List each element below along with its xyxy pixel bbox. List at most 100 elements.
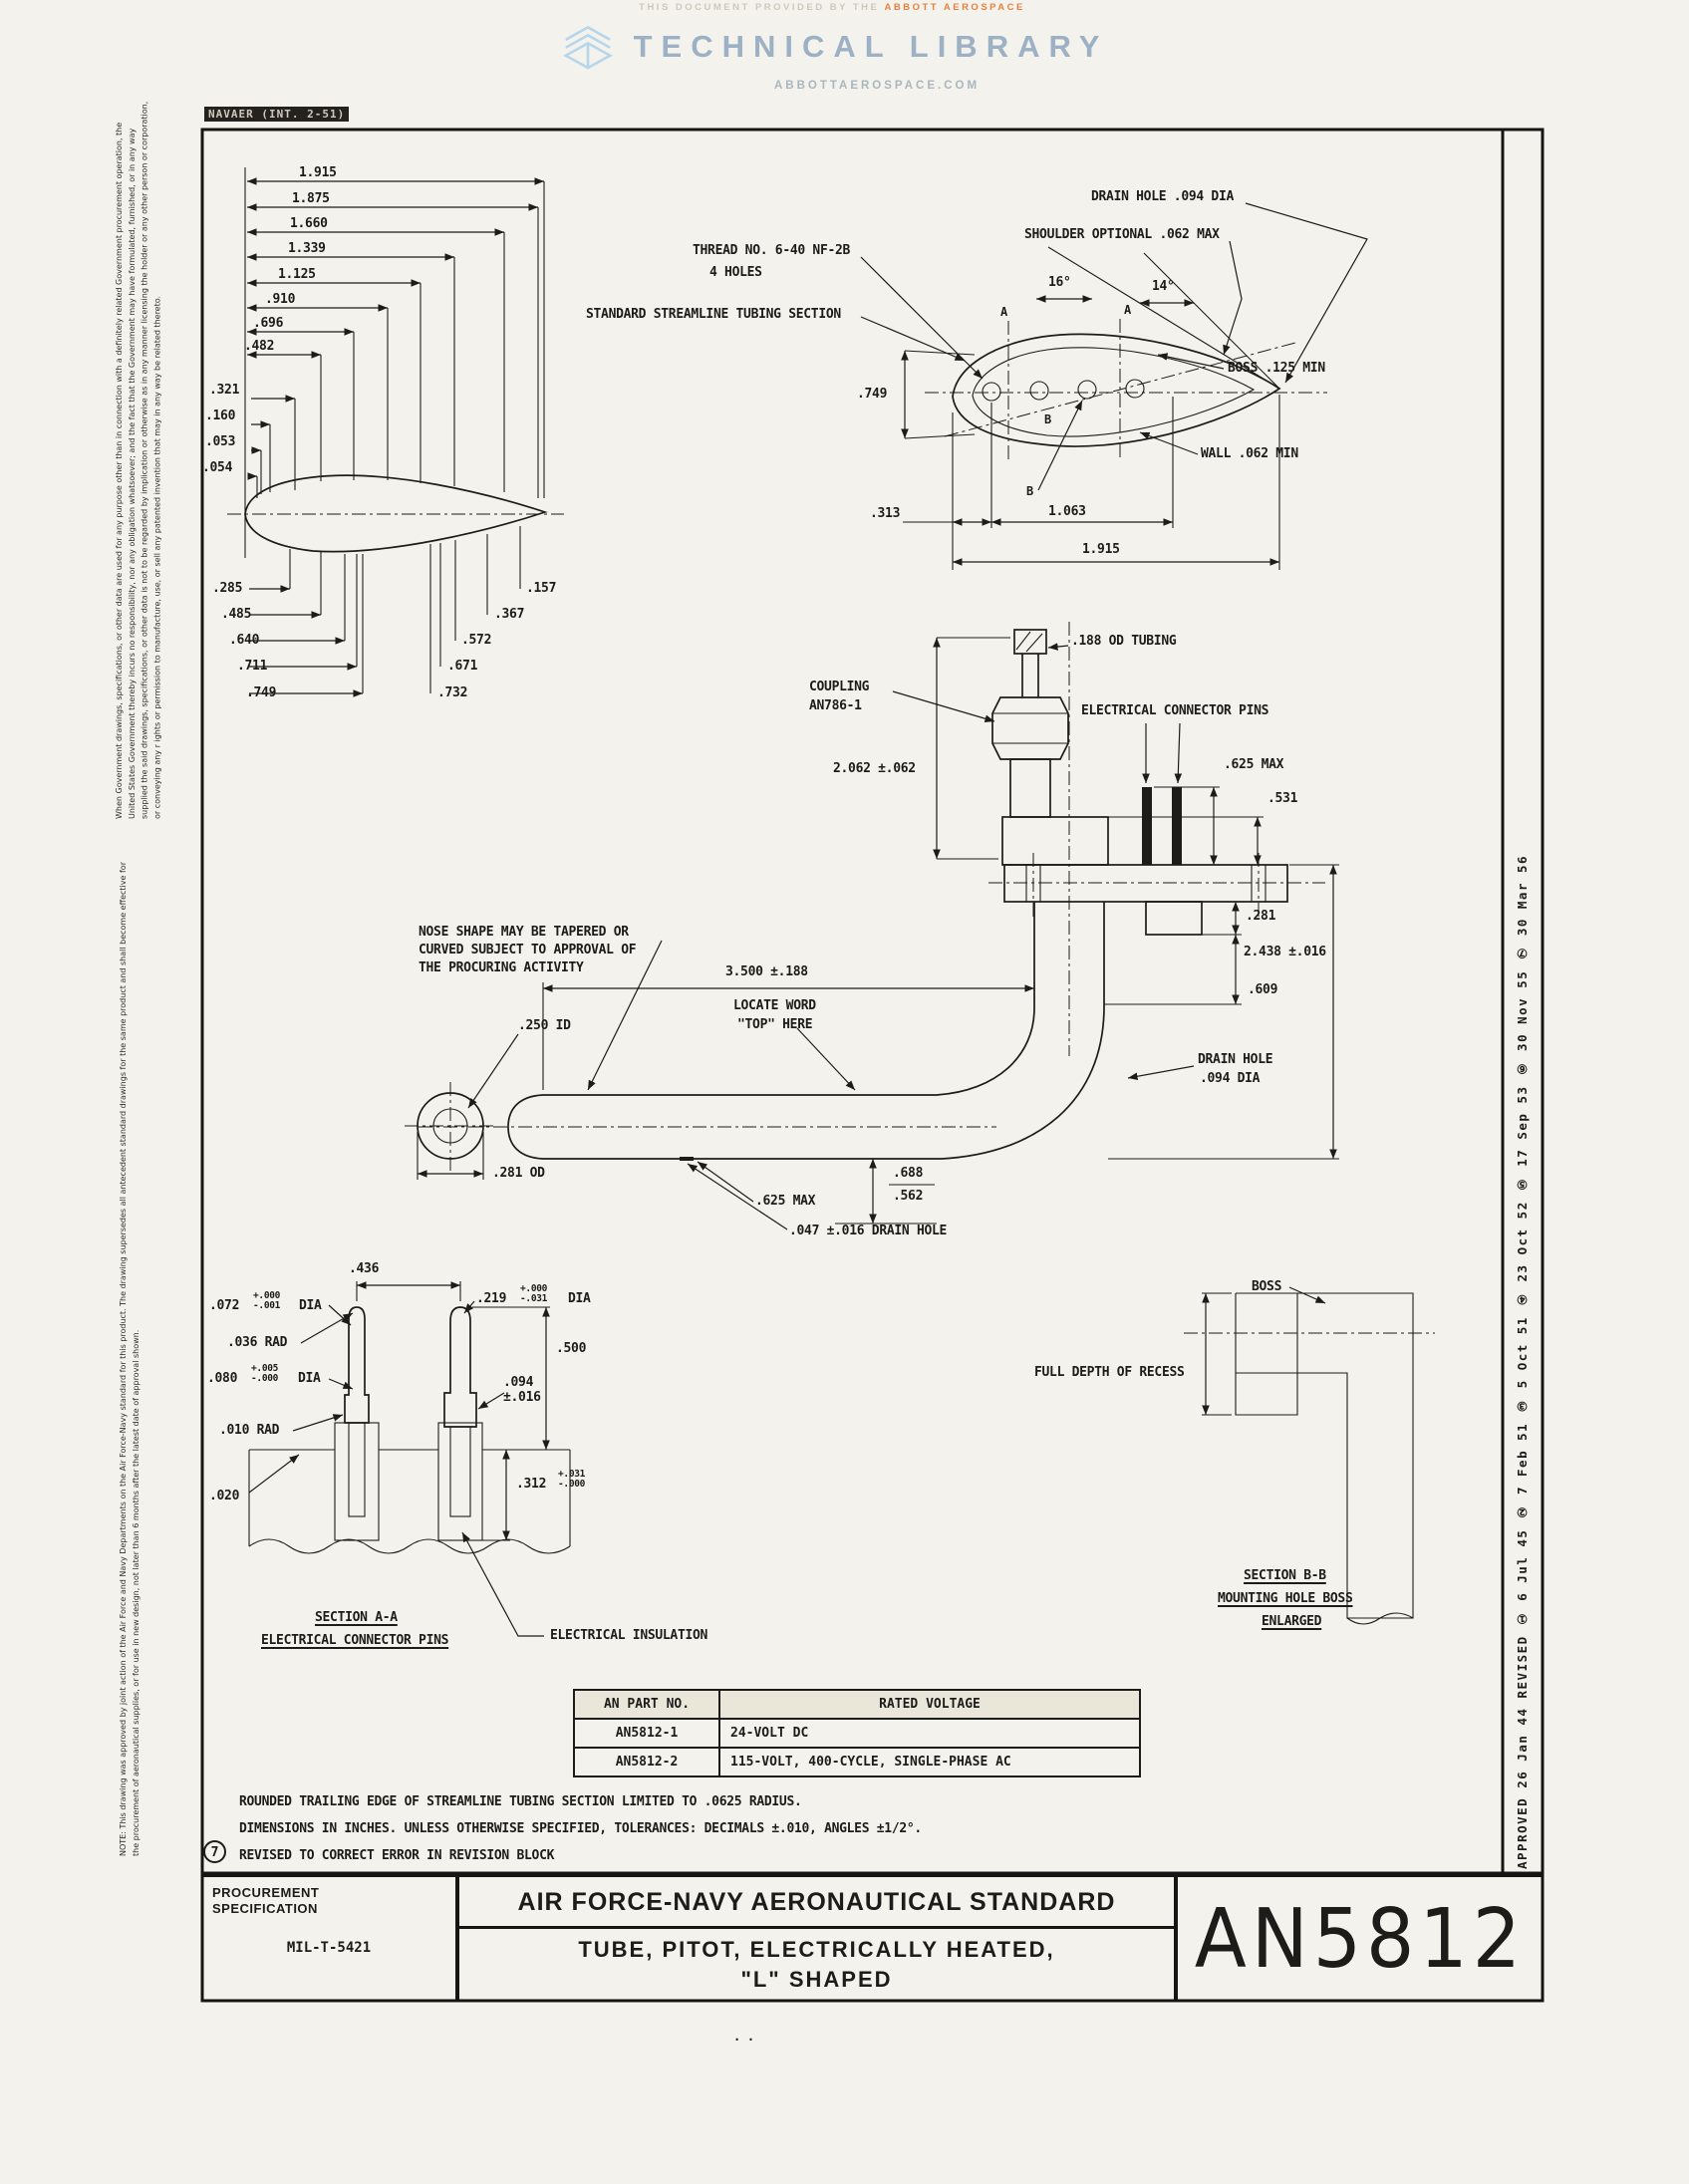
dim-label: DIA	[298, 1371, 321, 1386]
dim-label: SHOULDER OPTIONAL .062 MAX	[1024, 227, 1220, 242]
dim-label: .671	[447, 659, 478, 674]
dim-label: 1.660	[290, 216, 328, 231]
dim-label: .696	[253, 316, 284, 331]
dim-label: ELECTRICAL CONNECTOR PINS	[1081, 703, 1269, 718]
figure-section-aa	[248, 1281, 571, 1637]
dim-label: 1.339	[288, 241, 326, 256]
dim-label: .625 MAX	[1224, 757, 1284, 772]
dim-label: .072	[209, 1298, 240, 1313]
dim-label: ENLARGED	[1262, 1614, 1322, 1629]
dim-label: DRAIN HOLE	[1198, 1052, 1273, 1067]
dim-label: B	[1044, 412, 1051, 426]
note-line: DIMENSIONS IN INCHES. UNLESS OTHERWISE S…	[239, 1821, 922, 1836]
dim-label: +.031-.000	[558, 1469, 586, 1490]
standard-number: AN5812	[1194, 1890, 1527, 1987]
watermark: THIS DOCUMENT PROVIDED BY THE ABBOTT AER…	[543, 2, 1121, 92]
dim-label: DRAIN HOLE .094 DIA	[1091, 189, 1235, 204]
procurement-spec-value: MIL-T-5421	[286, 1939, 372, 1956]
dim-label: .711	[237, 659, 268, 674]
dim-label: .485	[221, 607, 252, 622]
title-block-number-cell: AN5812	[1178, 1877, 1543, 2001]
dim-label: .281	[1246, 909, 1276, 924]
dim-label: 1.875	[292, 191, 330, 206]
dim-label: .625 MAX	[755, 1194, 816, 1209]
dim-label: 2.062 ±.062	[833, 761, 916, 776]
figure-tubing-section	[860, 202, 1368, 570]
dim-label: .036 RAD	[227, 1335, 288, 1350]
dim-label: THE PROCURING ACTIVITY	[419, 960, 584, 975]
dim-label: .312	[516, 1477, 547, 1492]
part-table-head-row: AN PART NO.RATED VOLTAGE	[573, 1689, 1141, 1720]
dim-label: DIA	[299, 1298, 322, 1313]
dim-label: A	[1124, 303, 1131, 317]
standard-heading: AIR FORCE-NAVY AERONAUTICAL STANDARD	[459, 1877, 1174, 1929]
dim-label: 1.125	[278, 267, 316, 282]
watermark-brand: ABBOTT AEROSPACE	[884, 2, 1025, 13]
dim-label: STANDARD STREAMLINE TUBING SECTION	[586, 307, 841, 322]
dim-label: .688	[893, 1166, 924, 1181]
dim-label: .367	[494, 607, 525, 622]
note-line: REVISED TO CORRECT ERROR IN REVISION BLO…	[239, 1848, 555, 1863]
table-header-cell: AN PART NO.	[573, 1689, 720, 1720]
dim-label: .531	[1267, 791, 1298, 806]
dim-label: +.005-.000	[251, 1363, 279, 1384]
dim-label: 16°	[1048, 275, 1071, 290]
dim-label: 2.438 ±.016	[1244, 945, 1326, 959]
dim-label: LOCATE WORD	[733, 998, 816, 1013]
dim-label: ELECTRICAL INSULATION	[550, 1628, 708, 1643]
abbott-aerospace-logo-icon	[562, 25, 613, 70]
dim-label: NOSE SHAPE MAY BE TAPERED OR	[419, 925, 629, 940]
figure-streamline-dim-ladder	[227, 167, 564, 697]
dim-label: BOSS	[1252, 1279, 1282, 1294]
dim-label: .910	[265, 292, 296, 307]
dim-label: +.000-.001	[253, 1290, 281, 1311]
dim-label: .500	[556, 1341, 587, 1356]
dim-label: .609	[1248, 982, 1278, 997]
dim-label: 1.063	[1048, 504, 1086, 519]
dim-label: FULL DEPTH OF RECESS	[1034, 1365, 1185, 1380]
table-cell: 24-VOLT DC	[718, 1718, 1141, 1749]
note-line: ROUNDED TRAILING EDGE OF STREAMLINE TUBI…	[239, 1794, 802, 1809]
dim-label: .219	[476, 1291, 507, 1306]
dim-label: A	[1000, 305, 1007, 319]
dim-label: .313	[870, 506, 901, 521]
dim-label: 14°	[1152, 279, 1175, 294]
drawing-title-line2: "L" SHAPED	[740, 1966, 893, 1992]
dim-label: .285	[212, 581, 243, 596]
navaer-stamp: NAVAER (INT. 2-51)	[204, 107, 350, 122]
dim-label: AN786-1	[809, 698, 862, 713]
drawing-title-line1: TUBE, PITOT, ELECTRICALLY HEATED,	[578, 1937, 1055, 1962]
revision-7-badge: 7	[203, 1840, 226, 1863]
table-header-cell: RATED VOLTAGE	[718, 1689, 1141, 1720]
table-cell: AN5812-1	[573, 1718, 720, 1749]
dim-label: .010 RAD	[219, 1423, 280, 1438]
dim-label: DIA	[568, 1291, 591, 1306]
title-block: PROCUREMENT SPECIFICATION MIL-T-5421 AIR…	[202, 1873, 1543, 2001]
dim-label: B	[1026, 484, 1033, 498]
watermark-top-line: THIS DOCUMENT PROVIDED BY THE ABBOTT AER…	[543, 2, 1121, 13]
dim-label: THREAD NO. 6-40 NF-2B	[693, 243, 851, 258]
dim-label: .482	[244, 339, 275, 354]
dim-label: ELECTRICAL CONNECTOR PINS	[261, 1633, 449, 1648]
watermark-provided-by: THIS DOCUMENT PROVIDED BY THE	[639, 2, 880, 13]
dim-label: .053	[205, 434, 236, 449]
general-notes: ROUNDED TRAILING EDGE OF STREAMLINE TUBI…	[239, 1788, 922, 1869]
figure-pitot-tube	[405, 622, 1339, 1230]
title-block-procurement-cell: PROCUREMENT SPECIFICATION MIL-T-5421	[202, 1877, 459, 2001]
table-cell: AN5812-2	[573, 1747, 720, 1777]
dim-label: 1.915	[299, 165, 337, 180]
dim-label: .572	[461, 633, 492, 648]
dim-label: .436	[349, 1261, 380, 1276]
table-cell: 115-VOLT, 400-CYCLE, SINGLE-PHASE AC	[718, 1747, 1141, 1777]
dim-label: .640	[229, 633, 260, 648]
dim-label: .281 OD	[492, 1166, 545, 1181]
dim-label: SECTION A-A	[315, 1610, 398, 1625]
dim-label: .321	[209, 383, 240, 398]
dim-label: .157	[526, 581, 557, 596]
dim-label: .188 OD TUBING	[1071, 634, 1177, 649]
dim-label: .047 ±.016 DRAIN HOLE	[789, 1224, 948, 1238]
